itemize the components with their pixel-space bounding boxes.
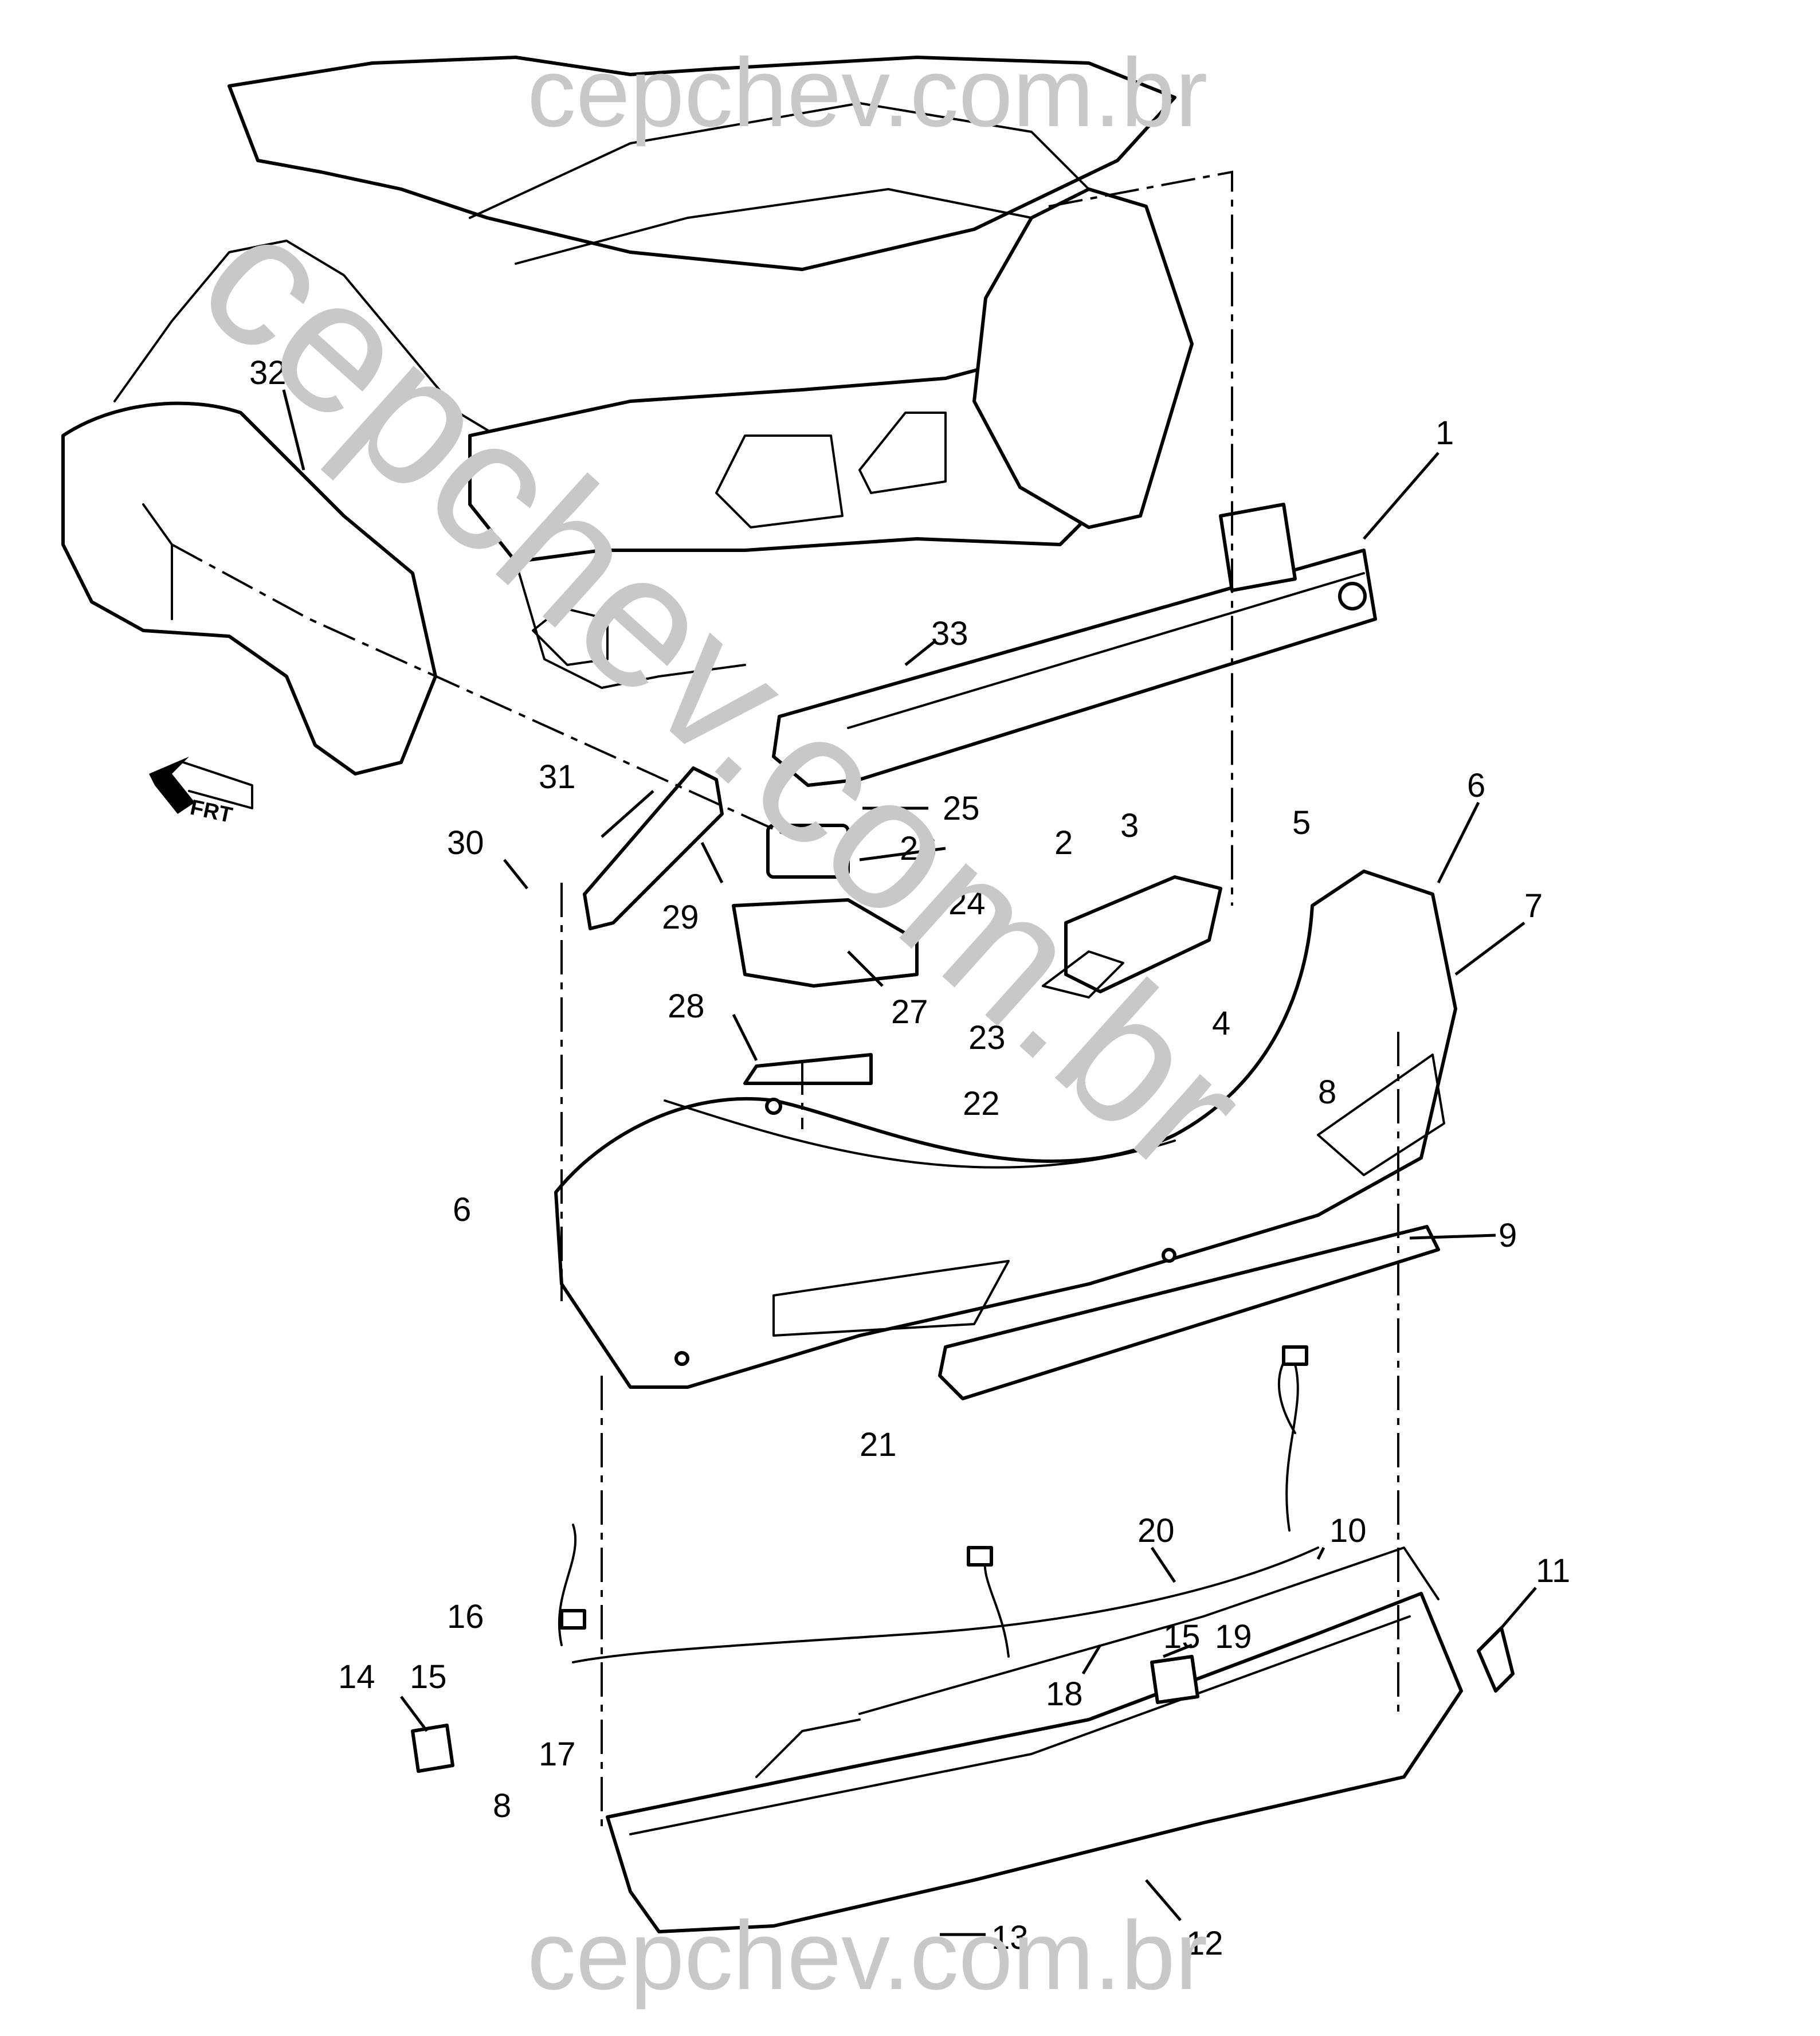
callout-20: 20 [1138, 1512, 1175, 1549]
front-direction-indicator: FRT [149, 757, 253, 828]
lower-trim-strip-part-9 [938, 1225, 1440, 1400]
callout-12: 12 [1186, 1925, 1223, 1962]
front-label: FRT [188, 796, 234, 828]
callout-3: 3 [1120, 807, 1139, 844]
lamp-part-3 [1042, 875, 1222, 999]
bracket-part-14 [411, 1724, 454, 1773]
callout-18: 18 [1046, 1675, 1083, 1713]
callout-11: 11 [1536, 1552, 1570, 1589]
callout-17: 17 [539, 1736, 576, 1773]
callout-25: 25 [943, 790, 980, 827]
callout-14: 14 [338, 1658, 375, 1696]
callout-16: 16 [447, 1598, 484, 1635]
callout-5: 5 [1292, 804, 1311, 841]
front-arrow-icon [149, 757, 195, 814]
impact-bar-part-1 [772, 503, 1377, 787]
callout-9: 9 [1499, 1217, 1517, 1254]
callout-29: 29 [662, 899, 699, 936]
callout-15b: 15 [1163, 1618, 1201, 1655]
module-part-26 [766, 824, 850, 879]
callout-22: 22 [963, 1085, 1000, 1122]
callout-2: 2 [1054, 824, 1073, 862]
bracket-part-28 [743, 1053, 873, 1085]
bumper-fascia-part-7 [554, 870, 1457, 1389]
wiring-harness-part-20 [558, 1345, 1319, 1663]
callout-21: 21 [860, 1426, 897, 1463]
callout-labels: 1 2 3 4 5 6 6 7 8 8 9 10 11 12 13 14 15 … [249, 354, 1570, 1962]
callout-26: 26 [900, 830, 937, 867]
callout-4: 4 [1212, 1005, 1230, 1042]
callout-8b: 8 [493, 1787, 511, 1824]
leader-lines [282, 389, 1537, 1936]
callout-15a: 15 [410, 1658, 447, 1696]
watermark-top: cepchev.com.br [527, 38, 1207, 147]
callout-8a: 8 [1318, 1074, 1336, 1111]
alignment-lines [171, 170, 1399, 1834]
callout-7: 7 [1524, 887, 1543, 925]
bracket-part-27 [732, 898, 919, 988]
callout-19: 19 [1215, 1618, 1252, 1655]
watermark-bottom: cepchev.com.br [527, 1901, 1207, 2010]
bracket-part-31 [583, 766, 724, 930]
callout-24: 24 [948, 884, 986, 922]
callout-33: 33 [931, 615, 968, 652]
callout-28: 28 [668, 988, 705, 1025]
callout-30: 30 [447, 824, 484, 862]
callout-6b: 6 [453, 1191, 471, 1228]
callout-6a: 6 [1467, 767, 1485, 804]
lower-fascia-part-12 [606, 1546, 1463, 1933]
sensor-bracket-part-11 [1477, 1626, 1515, 1693]
callout-23: 23 [968, 1019, 1006, 1056]
callout-1: 1 [1435, 414, 1454, 452]
callout-13: 13 [991, 1919, 1029, 1956]
callout-32: 32 [249, 354, 287, 391]
vehicle-rear-body [61, 56, 1194, 776]
callout-27: 27 [891, 993, 928, 1031]
bracket-part-19 [1150, 1655, 1199, 1704]
callout-10: 10 [1329, 1512, 1367, 1549]
callout-31: 31 [539, 758, 576, 796]
